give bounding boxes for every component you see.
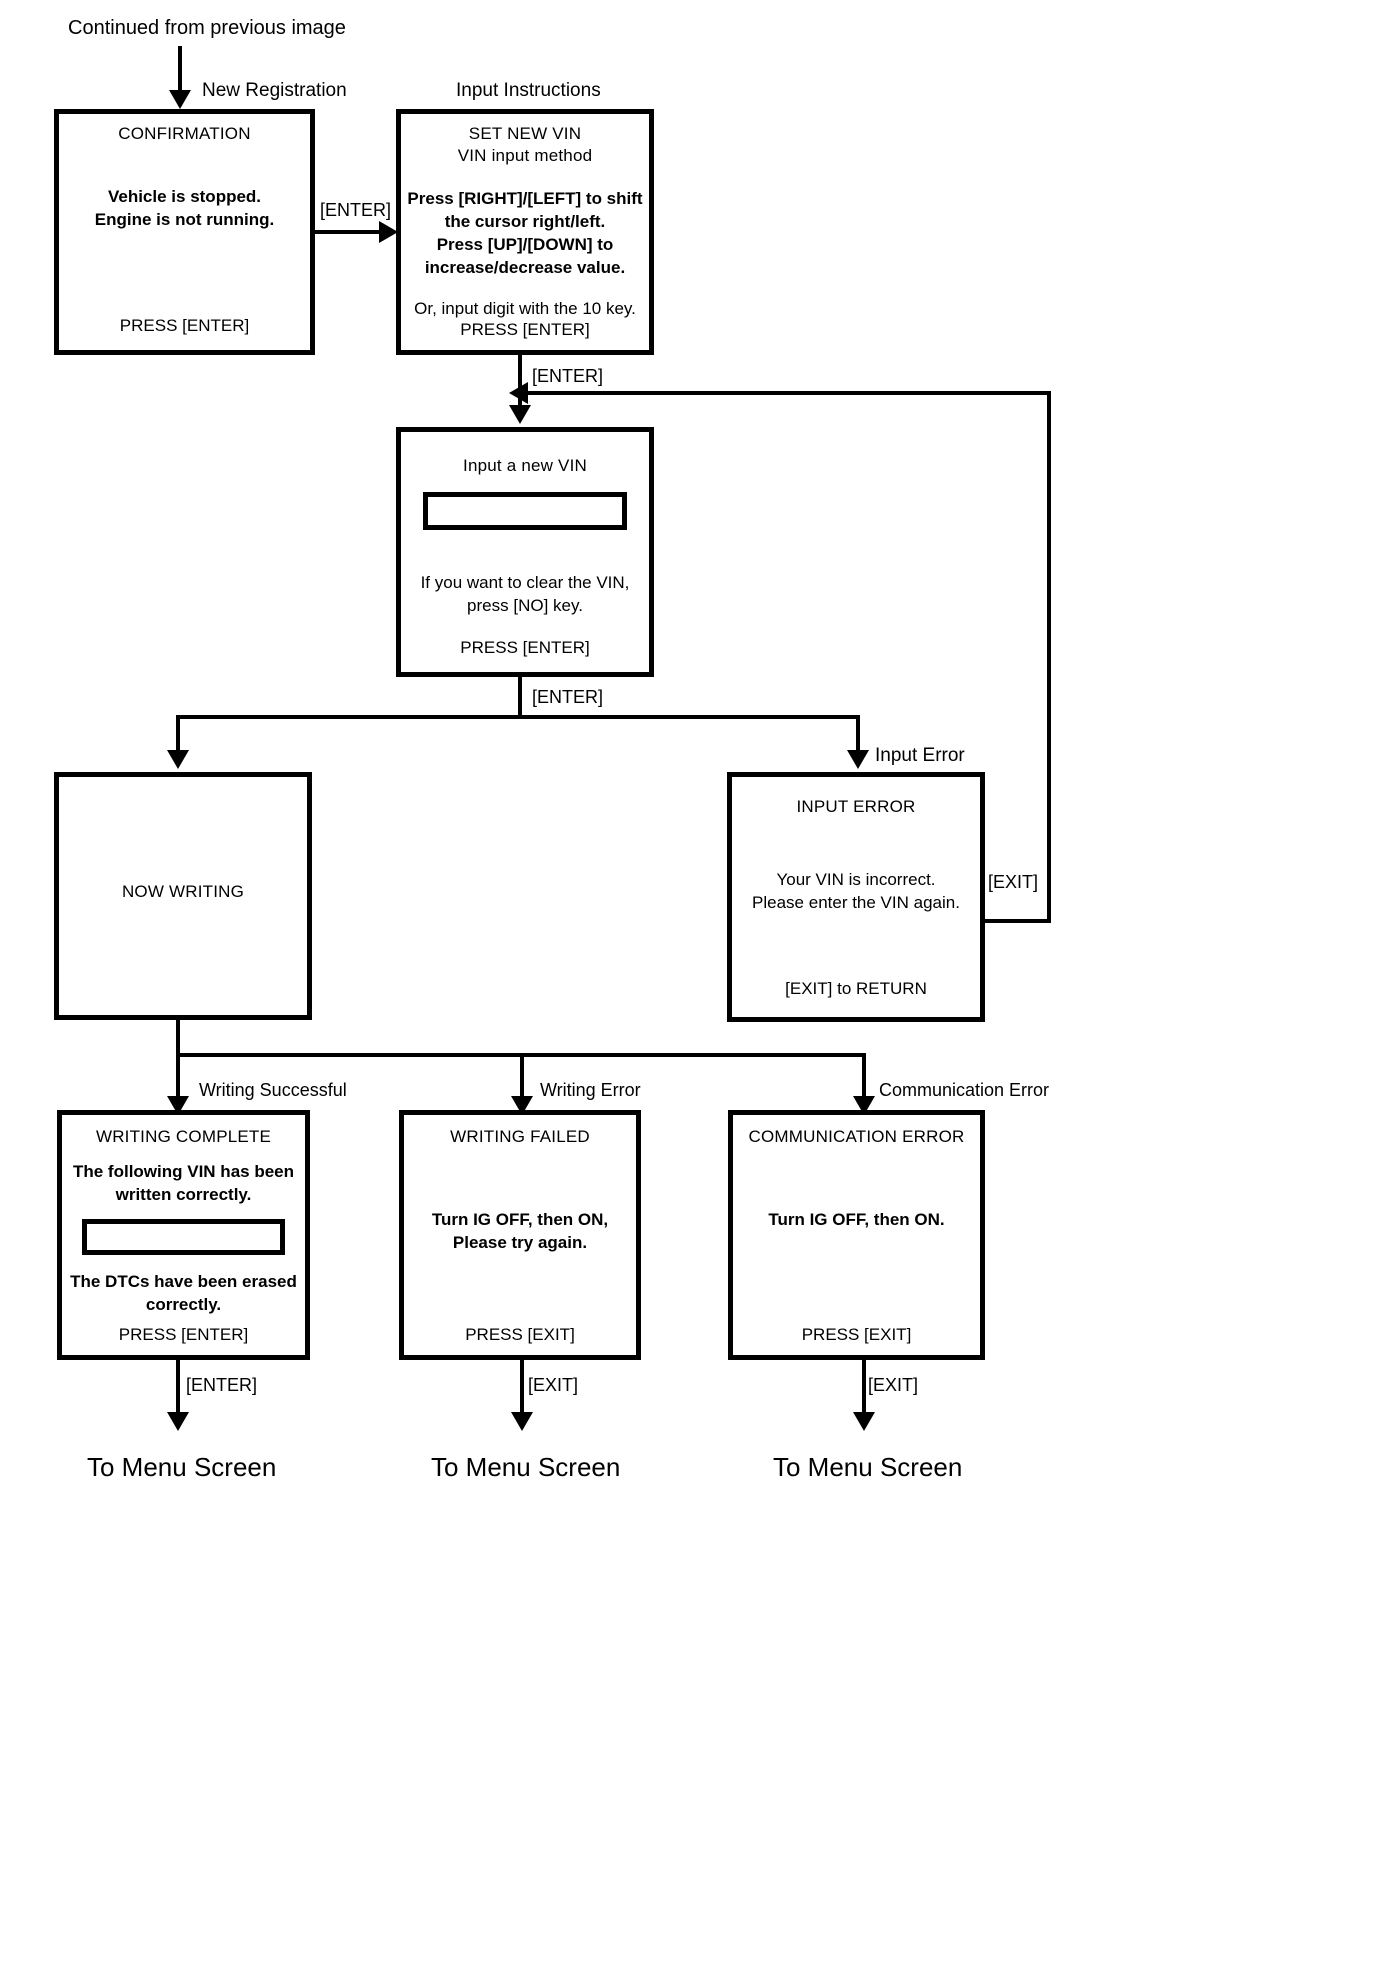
writingcomplete-vin-field[interactable] — [82, 1218, 285, 1255]
inputerror-footer: [EXIT] to RETURN — [785, 979, 927, 998]
caption-new-registration: New Registration — [202, 80, 347, 101]
connector-inputvin-down — [518, 677, 522, 717]
arrowhead-split-to-nowwriting — [167, 750, 189, 769]
connector-error-return-bottom — [985, 919, 1051, 923]
arrowhead-error-return — [509, 382, 528, 404]
terminal-to-menu-screen-3: To Menu Screen — [773, 1452, 963, 1482]
writingcomplete-body-line-2: written correctly. — [115, 1184, 252, 1204]
screen-confirmation: CONFIRMATION Vehicle is stopped. Engine … — [54, 109, 315, 355]
edge-label-exit-failed: [EXIT] — [528, 1375, 579, 1395]
screen-input-new-vin: Input a new VIN If you want to clear the… — [396, 427, 654, 677]
inputerror-body-line-2: Please enter the VIN again. — [752, 892, 960, 912]
inputvin-footer: PRESS [ENTER] — [460, 638, 590, 657]
connector-split-to-nowwriting — [176, 715, 180, 763]
edge-label-enter-3: [ENTER] — [532, 687, 604, 707]
writingcomplete-body2-line-1: The DTCs have been erased — [70, 1271, 297, 1291]
confirmation-title: CONFIRMATION — [118, 124, 251, 143]
setvin-body-line-1: Press [RIGHT]/[LEFT] to shift — [407, 189, 643, 208]
setvin-title-line-1: SET NEW VIN — [468, 124, 582, 143]
setvin-body2: Or, input digit with the 10 key. — [414, 298, 636, 318]
connector-to-communication-error — [862, 1053, 866, 1106]
edge-label-exit-return: [EXIT] — [988, 872, 1039, 892]
terminal-to-menu-screen-1: To Menu Screen — [87, 1452, 277, 1482]
arrowhead-confirmation-to-setvin — [379, 221, 398, 243]
confirmation-body-line-1: Vehicle is stopped. — [107, 187, 262, 206]
commerror-footer: PRESS [EXIT] — [801, 1325, 912, 1344]
edge-label-enter-complete: [ENTER] — [186, 1375, 258, 1395]
connector-to-writing-failed — [520, 1053, 524, 1106]
screen-set-new-vin: SET NEW VIN VIN input method Press [RIGH… — [396, 109, 654, 355]
arrowhead-split-to-inputerror — [847, 750, 869, 769]
inputvin-title: Input a new VIN — [463, 456, 587, 475]
arrowhead-setvin-to-inputvin — [509, 405, 531, 424]
connector-note-to-confirmation — [178, 46, 182, 94]
setvin-footer: PRESS [ENTER] — [460, 320, 590, 339]
writingcomplete-body-line-1: The following VIN has been — [72, 1162, 295, 1181]
confirmation-footer: PRESS [ENTER] — [119, 316, 250, 335]
caption-input-error: Input Error — [875, 745, 965, 766]
terminal-to-menu-screen-2: To Menu Screen — [431, 1452, 621, 1482]
connector-failed-to-menu — [520, 1360, 524, 1422]
writingfailed-footer: PRESS [EXIT] — [465, 1325, 575, 1344]
connector-complete-to-menu — [176, 1360, 180, 1422]
connector-confirmation-to-setvin — [315, 230, 383, 234]
arrowhead-comm-to-menu — [853, 1412, 875, 1431]
edge-label-exit-comm: [EXIT] — [868, 1375, 919, 1395]
confirmation-body-line-2: Engine is not running. — [94, 209, 275, 229]
caption-writing-error: Writing Error — [540, 1080, 641, 1100]
caption-writing-successful: Writing Successful — [199, 1080, 347, 1100]
setvin-body-line-4: increase/decrease value. — [424, 257, 626, 277]
writingcomplete-title: WRITING COMPLETE — [95, 1127, 272, 1146]
writingfailed-body-line-1: Turn IG OFF, then ON, — [431, 1210, 609, 1229]
inputerror-body-line-1: Your VIN is incorrect. — [776, 870, 936, 889]
inputerror-title: INPUT ERROR — [796, 797, 916, 816]
screen-writing-complete: WRITING COMPLETE The following VIN has b… — [57, 1110, 310, 1360]
screen-input-error: INPUT ERROR Your VIN is incorrect. Pleas… — [727, 772, 985, 1022]
edge-label-enter-1: [ENTER] — [320, 200, 392, 220]
connector-to-writing-complete — [176, 1053, 180, 1106]
edge-label-enter-2: [ENTER] — [532, 366, 604, 386]
connector-comm-to-menu — [862, 1360, 866, 1422]
arrowhead-failed-to-menu — [511, 1412, 533, 1431]
inputvin-body-line-2: press [NO] key. — [467, 595, 583, 615]
writingfailed-body-line-2: Please try again. — [452, 1232, 588, 1252]
writingfailed-title: WRITING FAILED — [450, 1127, 590, 1146]
inputvin-body-line-1: If you want to clear the VIN, — [420, 573, 630, 592]
arrowhead-complete-to-menu — [167, 1412, 189, 1431]
caption-communication-error: Communication Error — [879, 1080, 1050, 1100]
setvin-title-line-2: VIN input method — [457, 146, 593, 165]
writingcomplete-body2-line-2: correctly. — [145, 1294, 222, 1314]
setvin-body-line-3: Press [UP]/[DOWN] to — [436, 234, 614, 254]
nowwriting-title: NOW WRITING — [121, 882, 245, 901]
screen-now-writing: NOW WRITING — [54, 772, 312, 1020]
arrowhead-note-to-confirmation — [169, 90, 191, 109]
commerror-title: COMMUNICATION ERROR — [748, 1127, 965, 1146]
writingcomplete-footer: PRESS [ENTER] — [118, 1325, 249, 1344]
connector-inputvin-split — [176, 715, 860, 719]
connector-split-to-inputerror — [856, 715, 860, 763]
screen-communication-error: COMMUNICATION ERROR Turn IG OFF, then ON… — [728, 1110, 985, 1360]
setvin-body-line-2: the cursor right/left. — [444, 211, 606, 231]
screen-writing-failed: WRITING FAILED Turn IG OFF, then ON, Ple… — [399, 1110, 641, 1360]
connector-error-return-top — [518, 391, 1051, 395]
caption-input-instructions: Input Instructions — [456, 80, 601, 101]
commerror-body-line-1: Turn IG OFF, then ON. — [768, 1210, 945, 1229]
continued-from-previous-note: Continued from previous image — [68, 17, 346, 39]
connector-nowwriting-down — [176, 1020, 180, 1056]
inputvin-value-field[interactable] — [423, 492, 627, 530]
connector-error-return-right — [1047, 391, 1051, 921]
